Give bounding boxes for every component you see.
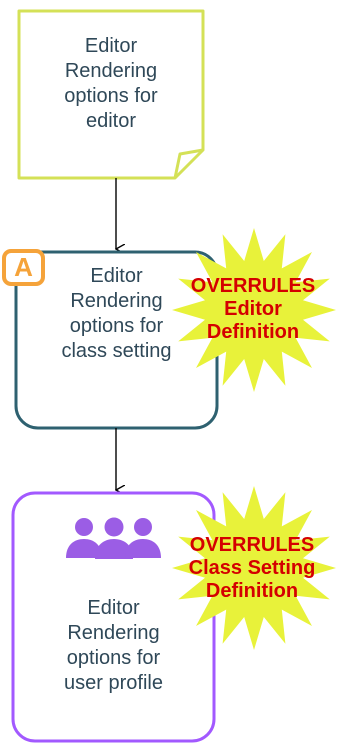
editor-node-label: Editor Rendering options for editor [19, 34, 203, 134]
overrule-class-line-3: Definition [205, 580, 299, 602]
class-label-line-4: class setting [61, 340, 172, 362]
overrule-editor-label: OVERRULES Editor Definition [168, 275, 337, 344]
editor-label-line-3: options for [64, 85, 158, 107]
overrule-editor-line-3: Definition [206, 321, 300, 343]
user-profile-box [11, 491, 216, 743]
users-group-icon [66, 517, 161, 559]
user-label-line-1: Editor [87, 597, 140, 619]
overrule-editor-line-1: OVERRULES [190, 275, 316, 297]
user-label-line-3: options for [66, 647, 161, 669]
class-label-line-3: options for [69, 315, 164, 337]
user-profile-node-label: Editor Rendering options for user profil… [13, 596, 214, 696]
editor-note-fold [173, 148, 204, 179]
overrule-class-setting-label: OVERRULES Class Setting Definition [166, 534, 337, 603]
overrule-editor-line-2: Editor [224, 298, 282, 320]
user-label-line-2: Rendering [67, 622, 160, 644]
starburst-overrule-editor [172, 228, 336, 392]
editor-note-shape [17, 9, 205, 180]
editor-label-line-1: Editor [84, 35, 138, 57]
editor-label-line-4: editor [85, 110, 137, 132]
class-setting-badge: A [2, 249, 45, 286]
user-label-line-4: user profile [64, 672, 163, 694]
class-setting-node-label: Editor Rendering options for class setti… [16, 264, 217, 364]
starburst-overrule-class-setting [172, 486, 336, 650]
editor-label-line-2: Rendering [64, 60, 158, 82]
badge-letter: A [14, 252, 33, 282]
class-label-line-1: Editor [90, 265, 143, 287]
overrule-class-line-1: OVERRULES [189, 534, 315, 556]
class-label-line-2: Rendering [70, 290, 163, 312]
overrule-class-line-2: Class Setting [188, 557, 316, 579]
